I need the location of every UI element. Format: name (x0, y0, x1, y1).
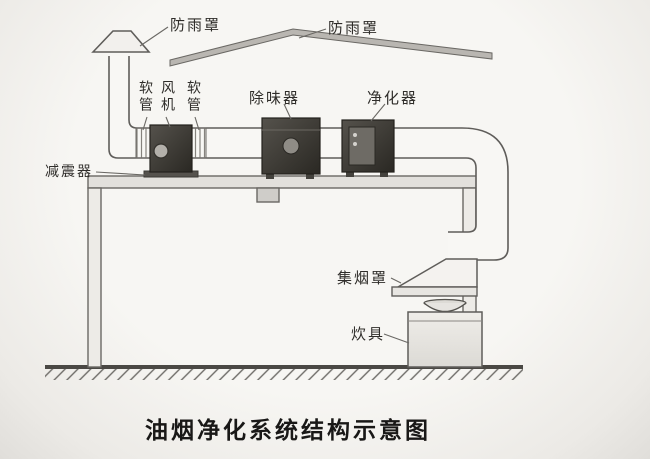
purifier-panel (348, 126, 376, 166)
duct-wall-inner (108, 56, 477, 233)
leader-rain-cover-right (298, 28, 327, 39)
purifier-unit (341, 119, 395, 177)
building-left-wall (87, 187, 102, 368)
roof-beam (256, 187, 280, 203)
leader-soft-pipe-left (142, 116, 148, 131)
duct-wall-outer (128, 56, 509, 261)
label-soft-pipe-left: 软管 (137, 80, 153, 114)
diagram-title: 油烟净化系统结构示意图 (145, 418, 431, 444)
flexible-duct-left (135, 127, 151, 159)
deodorizer-unit (261, 117, 321, 179)
purifier-indicator (353, 133, 357, 137)
leader-smoke-hood (390, 277, 402, 284)
wok-bowl (423, 302, 467, 313)
fan-motor-circle (153, 143, 169, 159)
chimney-rain-cap (91, 30, 151, 53)
hood-rim (391, 286, 478, 297)
leader-rain-cover-left (139, 26, 169, 47)
leader-soft-pipe-right (194, 116, 200, 131)
leader-deodorizer (283, 103, 292, 120)
label-purifier: 净化器 (367, 89, 419, 107)
purifier-foot (346, 172, 354, 177)
leader-purifier (370, 103, 386, 122)
label-fan: 风机 (159, 80, 175, 114)
label-rain-cover-right: 防雨罩 (328, 19, 380, 37)
large-rain-cover (169, 28, 493, 67)
fan-assembly (135, 124, 207, 178)
label-smoke-hood: 集烟罩 (337, 269, 389, 287)
deodorizer-foot (266, 174, 274, 179)
ground-hatch (45, 369, 523, 380)
label-deodorizer: 除味器 (249, 89, 301, 107)
leader-fan (165, 116, 171, 128)
smoke-hood (391, 258, 478, 297)
purifier-foot (380, 172, 388, 177)
label-shock-absorber: 减震器 (45, 164, 93, 180)
building-roof (87, 175, 479, 189)
deodorizer-port (282, 137, 300, 155)
stove-body (407, 311, 483, 368)
deodorizer-foot (306, 174, 314, 179)
cooker (407, 298, 483, 368)
leader-cooker (383, 333, 410, 344)
ground (45, 365, 523, 380)
purifier-indicator (353, 142, 357, 146)
leader-shock-absorber (95, 171, 146, 176)
hood-canopy (395, 258, 478, 288)
label-soft-pipe-right: 软管 (185, 80, 201, 114)
flexible-duct-right (191, 127, 207, 159)
label-cooker: 炊具 (351, 325, 386, 343)
label-rain-cover-left: 防雨罩 (170, 16, 222, 34)
leader-lines (95, 26, 410, 344)
